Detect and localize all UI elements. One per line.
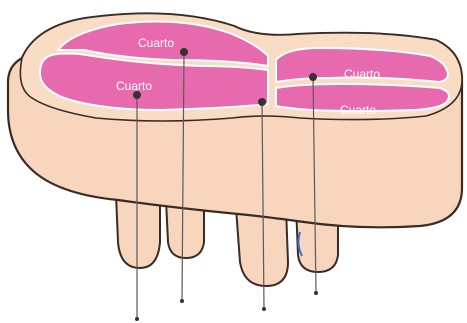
pointer-dot-top-4 — [309, 73, 317, 81]
label-top-left: Cuarto — [138, 36, 174, 50]
leg-1 — [116, 195, 160, 268]
label-top-right: Cuarto — [344, 67, 380, 81]
pointer-dot-end-4 — [314, 291, 318, 295]
pointer-dot-top-1 — [133, 91, 141, 99]
pointer-dot-end-2 — [180, 299, 184, 303]
pointer-dot-top-2 — [180, 48, 188, 56]
label-bottom-right: Cuarto — [340, 103, 376, 117]
pointer-dot-top-3 — [258, 98, 266, 106]
pointer-dot-end-1 — [135, 317, 139, 321]
pointer-dot-end-3 — [262, 307, 266, 311]
label-bottom-left: Cuarto — [116, 79, 152, 93]
